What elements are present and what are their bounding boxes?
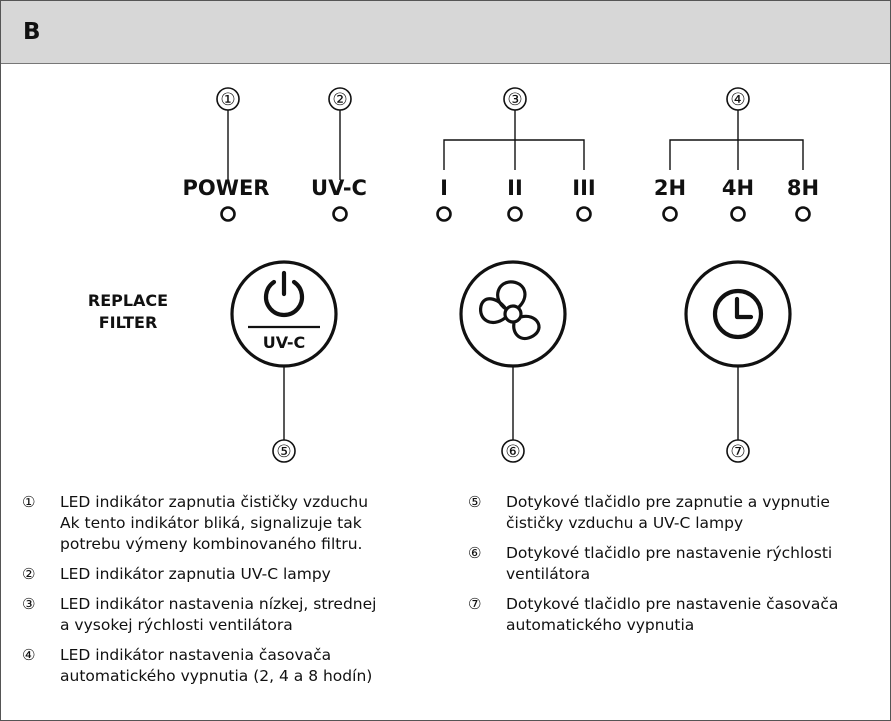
svg-text:④: ④: [730, 90, 745, 110]
led-label-speed-mid: II: [507, 176, 523, 200]
led-label-timer-8h: 8H: [787, 176, 819, 200]
legend-item-1: ① LED indikátor zapnutia čističky vzduch…: [22, 493, 369, 553]
led-label-speed-high: III: [572, 176, 595, 200]
replace-filter-label-line1: REPLACE: [88, 291, 168, 310]
led-timer-8h: [795, 206, 811, 222]
led-label-power: POWER: [183, 176, 270, 200]
replace-filter-label-line2: FILTER: [99, 313, 158, 332]
legend-item-5: ⑤ Dotykové tlačidlo pre zapnutie a vypnu…: [468, 493, 830, 532]
svg-text:③: ③: [507, 90, 522, 110]
svg-text:⑤: ⑤: [276, 442, 291, 462]
callout-4: ④: [726, 87, 750, 111]
led-speed-mid: [507, 206, 523, 222]
svg-text:①: ①: [220, 90, 235, 110]
legend-item-4: ④ LED indikátor nastavenia časovača auto…: [22, 646, 373, 685]
callout-1: ①: [216, 87, 240, 111]
led-timer-4h: [730, 206, 746, 222]
led-label-speed-low: I: [440, 176, 448, 200]
power-icon: [263, 279, 305, 318]
legend-right: ⑤ Dotykové tlačidlo pre zapnutie a vypnu…: [468, 492, 878, 645]
clock-icon: [712, 288, 764, 340]
legend-item-7: ⑦ Dotykové tlačidlo pre nastavenie časov…: [468, 595, 839, 634]
fan-icon: [479, 280, 541, 341]
fan-speed-button[interactable]: [459, 260, 567, 368]
led-label-timer-2h: 2H: [654, 176, 686, 200]
svg-text:②: ②: [332, 90, 347, 110]
svg-text:⑦: ⑦: [730, 442, 745, 462]
timer-button[interactable]: [684, 260, 792, 368]
led-label-timer-4h: 4H: [722, 176, 754, 200]
led-speed-low: [436, 206, 452, 222]
callout-6: ⑥: [501, 439, 525, 463]
svg-text:⑥: ⑥: [505, 442, 520, 462]
figure-letter: B: [23, 19, 41, 45]
power-button-uvc-label: UV-C: [263, 333, 306, 352]
led-timer-2h: [662, 206, 678, 222]
led-label-uvc: UV-C: [311, 176, 367, 200]
legend-item-2: ② LED indikátor zapnutia UV-C lampy: [22, 565, 331, 583]
callout-3: ③: [503, 87, 527, 111]
callout-5: ⑤: [272, 439, 296, 463]
legend-item-3: ③ LED indikátor nastavenia nízkej, stred…: [22, 595, 377, 634]
power-uvc-button[interactable]: UV-C: [230, 260, 338, 368]
figure-header: B: [1, 1, 890, 64]
legend-left: ① LED indikátor zapnutia čističky vzduch…: [22, 492, 452, 696]
led-power: [220, 206, 236, 222]
callout-7: ⑦: [726, 439, 750, 463]
led-uvc: [332, 206, 348, 222]
led-speed-high: [576, 206, 592, 222]
legend-item-6: ⑥ Dotykové tlačidlo pre nastavenie rýchl…: [468, 544, 833, 583]
callout-2: ②: [328, 87, 352, 111]
